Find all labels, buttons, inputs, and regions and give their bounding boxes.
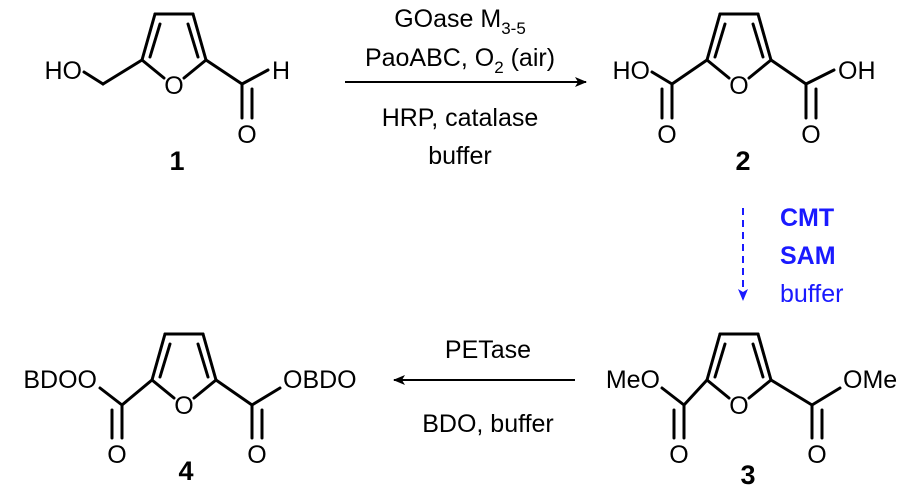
compound-3-ring-oxygen: O <box>729 392 748 420</box>
compound-2-carbonyl-o-left: O <box>657 121 676 149</box>
compound-4-carbonyl-o-right: O <box>247 441 266 469</box>
compound-4-bdoo-label: BDOO <box>23 366 97 394</box>
compound-4-bonds <box>98 332 282 440</box>
compound-1-ring-oxygen: O <box>164 72 183 100</box>
step-3: PETase BDO, buffer <box>393 336 575 438</box>
compound-1-number: 1 <box>169 146 184 176</box>
compound-2-ho-label: HO <box>613 57 651 85</box>
compound-3-ome-label: OMe <box>843 366 897 394</box>
compound-1-bonds <box>82 12 270 120</box>
compound-1: HO O H O 1 <box>45 12 290 176</box>
compound-4-ring-oxygen: O <box>174 392 193 420</box>
compound-3-carbonyl-o-left: O <box>669 441 688 469</box>
compound-2-bonds <box>650 12 836 120</box>
step-3-enzyme: PETase <box>445 336 531 364</box>
compound-1-ho-label: HO <box>45 57 83 85</box>
compound-2-carbonyl-o-right: O <box>801 121 820 149</box>
step-1-catalyst-line-2: PaoABC, O2 (air) <box>365 44 555 77</box>
step-3-conditions: BDO, buffer <box>422 410 554 438</box>
step-2-reagent-sam: SAM <box>780 242 836 270</box>
compound-3-bonds <box>660 332 842 440</box>
compound-4: BDOO O OBDO O O 4 <box>23 332 357 486</box>
compound-3-number: 3 <box>740 460 755 489</box>
compound-2-ring-oxygen: O <box>729 72 748 100</box>
compound-1-aldehyde-h: H <box>272 57 290 85</box>
step-2-reagent-cmt: CMT <box>780 204 834 232</box>
compound-2-number: 2 <box>735 146 750 176</box>
compound-3: MeO O OMe O O 3 <box>606 332 897 489</box>
step-1: GOase M3-5 PaoABC, O2 (air) HRP, catalas… <box>345 5 587 170</box>
compound-2-oh-label: OH <box>838 57 876 85</box>
step-2-buffer: buffer <box>780 280 843 308</box>
compound-3-meo-label: MeO <box>606 366 660 394</box>
compound-4-carbonyl-o-left: O <box>107 441 126 469</box>
compound-2: HO O OH O O 2 <box>613 12 876 176</box>
compound-1-carbonyl-o: O <box>237 121 256 149</box>
step-1-condition-line-2: buffer <box>428 142 491 170</box>
step-1-catalyst-line-1: GOase M3-5 <box>394 5 526 38</box>
compound-3-carbonyl-o-right: O <box>807 441 826 469</box>
compound-4-number: 4 <box>178 456 193 486</box>
step-1-condition-line-1: HRP, catalase <box>382 104 539 132</box>
compound-4-obdo-label: OBDO <box>283 366 357 394</box>
step-2: CMT SAM buffer <box>738 204 843 308</box>
